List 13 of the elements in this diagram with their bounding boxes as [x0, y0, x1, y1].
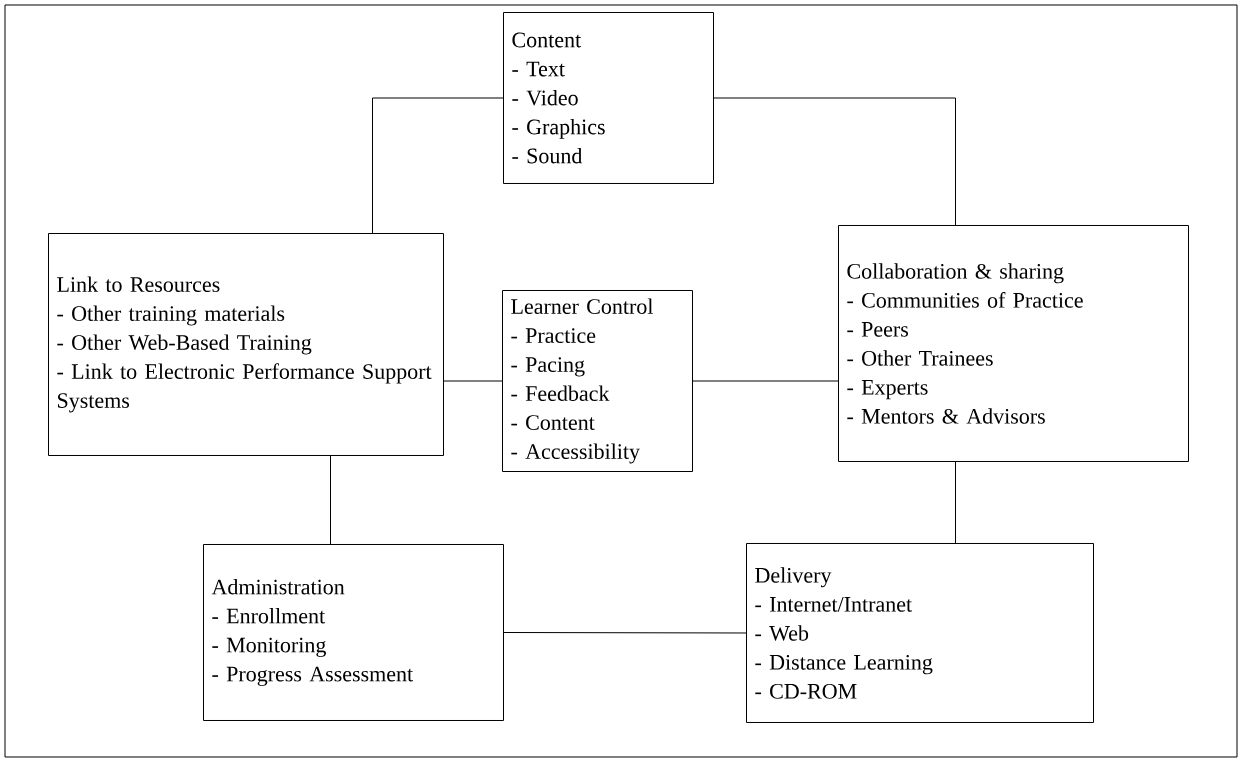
connector-line	[330, 455, 331, 545]
text-box: Delivery - Internet/Intranet - Web - Distance Learning - CD-ROM	[746, 543, 1094, 723]
connector-line	[692, 380, 839, 382]
text-box: Content - Text - Video - Graphics - Sound	[503, 12, 714, 184]
text-box: Collaboration & sharing - Communities of Practice - Peers - Other Trainees - Experts - Mentors & Advisors	[838, 225, 1189, 462]
text-box: Link to Resources - Other training materials - Other Web-Based Training - Link to Electronic Performance Support Systems	[48, 233, 444, 456]
connector-line	[713, 97, 956, 226]
connector-line	[372, 97, 504, 234]
connector-line	[503, 632, 747, 634]
connector-line	[955, 461, 956, 544]
connector-line	[443, 380, 503, 382]
text-box: Learner Control - Practice - Pacing - Feedback - Content - Accessibility	[502, 290, 693, 472]
text-box: Administration - Enrollment - Monitoring - Progress Assessment	[203, 544, 504, 721]
